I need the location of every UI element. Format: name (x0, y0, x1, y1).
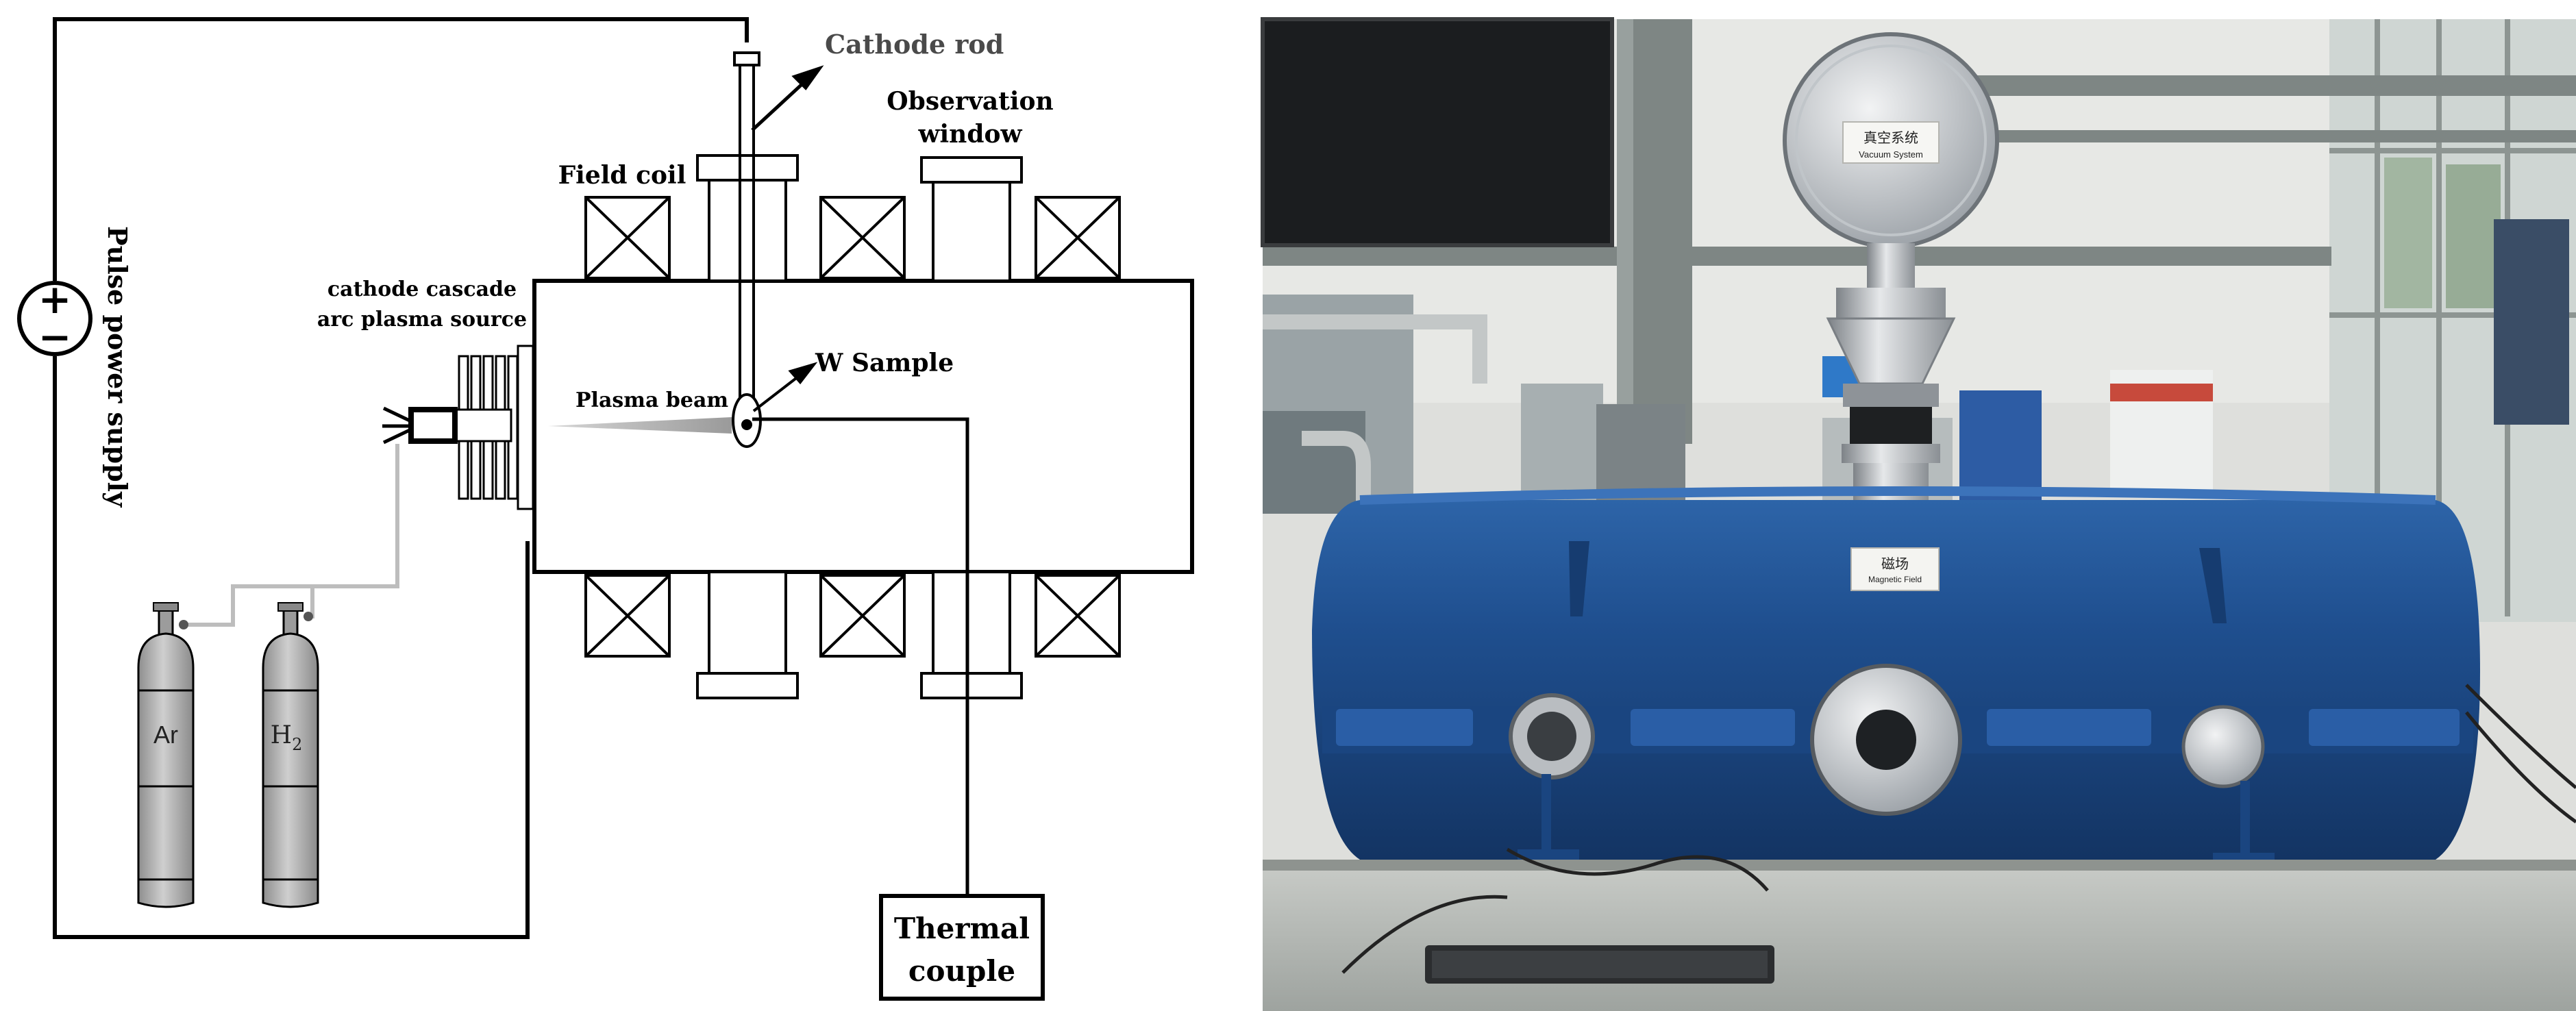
field-coil-label: Field coil (558, 161, 686, 190)
thermocouple-wire (752, 417, 969, 896)
thermocouple-label-line2: couple (908, 954, 1015, 988)
minus-sign: − (38, 314, 72, 360)
lab-photo: 真空系统 Vacuum System (1261, 17, 2576, 1011)
plasma-beam-label: Plasma beam (575, 388, 728, 412)
power-supply-symbol: + − (17, 276, 92, 360)
wall-monitor (1263, 19, 1612, 245)
h2-label: H2 (271, 721, 303, 754)
schematic-diagram: + − Pulse power supply (17, 17, 1194, 1001)
plasma-chamber-tank: 磁场 Magnetic Field (1312, 486, 2480, 868)
w-sample-arrow (752, 362, 818, 412)
vacuum-system-disc: 真空系统 Vacuum System (1783, 32, 1999, 249)
gas-feed-line-h2 (310, 586, 314, 619)
vacuum-pump-column (1826, 243, 1956, 501)
power-circuit-wire (53, 17, 749, 939)
w-sample-label: W Sample (815, 349, 954, 377)
bottom-port-left (696, 571, 799, 699)
gas-feed-line (186, 444, 399, 627)
background-blue-cabinet (1959, 390, 2042, 500)
vacuum-system-sign-cn: 真空系统 (1863, 130, 1918, 146)
magnetic-field-sign-cn: 磁场 (1881, 556, 1909, 572)
wall-notice-board (2494, 219, 2569, 425)
magnetic-field-sign-en: Magnetic Field (1868, 575, 1922, 584)
plus-sign: + (38, 276, 72, 323)
observation-window-port (920, 156, 1023, 282)
ar-gas-cylinder: Ar (137, 602, 195, 908)
cathode-port-top (696, 154, 799, 282)
pulse-power-supply-label: Pulse power supply (102, 226, 133, 508)
cathode-rod-label: Cathode rod (825, 29, 1004, 60)
cathode-rod-arrow (751, 65, 824, 132)
field-coils-bottom (584, 574, 1121, 658)
observation-window-label-line2: window (917, 120, 1022, 149)
bottom-port-right (920, 571, 1023, 699)
thermocouple-label-line1: Thermal (894, 912, 1030, 945)
cathode-rod (733, 51, 760, 404)
observation-window-label-line1: Observation (887, 87, 1053, 116)
w-sample-dot (741, 419, 752, 430)
thermocouple-box (879, 894, 1045, 1001)
cathode-cascade-label-line2: arc plasma source (317, 308, 527, 332)
vacuum-system-sign-en: Vacuum System (1859, 149, 1923, 160)
cascade-arc-source (382, 345, 534, 510)
ar-label: Ar (153, 721, 178, 749)
cathode-cascade-label-line1: cathode cascade (327, 277, 517, 301)
plasma-beam (548, 417, 732, 434)
field-coils-top (584, 196, 1121, 279)
h2-gas-cylinder: H2 (262, 602, 319, 908)
